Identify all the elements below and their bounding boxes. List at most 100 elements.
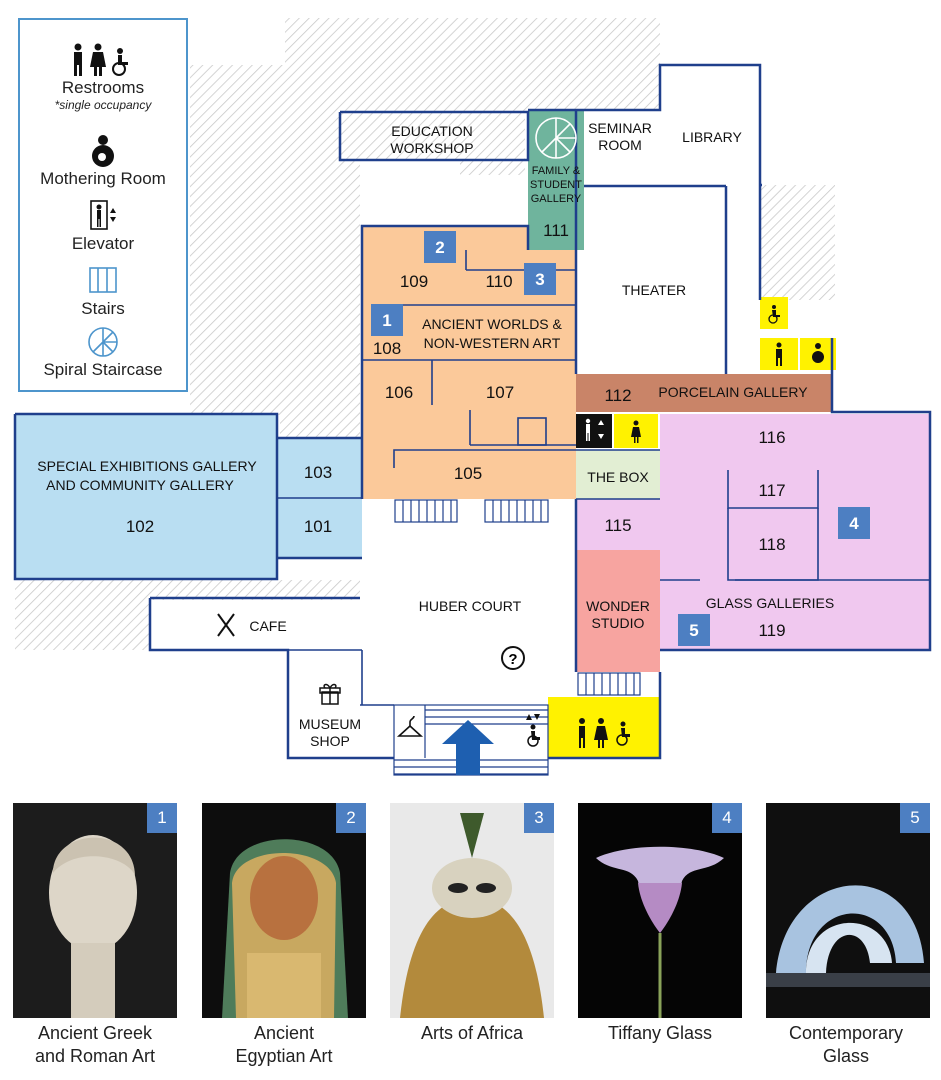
fork-knife-icon bbox=[217, 613, 235, 637]
room-number-110: 110 bbox=[485, 272, 512, 291]
highlight-badge: 3 bbox=[524, 803, 554, 833]
room-label-ancient-2: NON-WESTERN ART bbox=[424, 335, 561, 351]
room-label-room: ROOM bbox=[598, 137, 642, 153]
room-number-105: 105 bbox=[454, 464, 482, 483]
marker-3 bbox=[524, 263, 556, 295]
highlight-badge: 5 bbox=[900, 803, 930, 833]
room-the-box[interactable] bbox=[576, 450, 660, 499]
room-number-103: 103 bbox=[304, 463, 332, 482]
gift-icon bbox=[319, 683, 341, 705]
marker-5-label: 5 bbox=[689, 621, 698, 640]
legend-mothering-label: Mothering Room bbox=[40, 169, 166, 188]
legend-spiral: Spiral Staircase bbox=[20, 324, 186, 380]
highlight-arts-of-africa[interactable]: 3 bbox=[390, 803, 554, 1018]
room-number-115: 115 bbox=[604, 516, 631, 535]
room-glass-galleries[interactable] bbox=[576, 414, 930, 650]
legend-mothering: Mothering Room bbox=[20, 133, 186, 189]
highlight-caption-4: Tiffany Glass bbox=[565, 1022, 755, 1045]
room-porcelain-gallery[interactable] bbox=[576, 374, 832, 412]
spiral-staircase-icon bbox=[88, 327, 118, 357]
marker-4-label: 4 bbox=[849, 514, 859, 533]
caption-line: Arts of Africa bbox=[420, 1023, 524, 1043]
caption-line: Glass bbox=[822, 1046, 869, 1066]
room-number-116: 116 bbox=[758, 428, 785, 447]
info-desk-icon[interactable]: ? bbox=[501, 646, 525, 670]
caption-line: Contemporary bbox=[788, 1023, 904, 1043]
room-label-huber-court: HUBER COURT bbox=[419, 598, 522, 614]
highlight-badge: 1 bbox=[147, 803, 177, 833]
caption-line: Ancient Greek bbox=[37, 1023, 153, 1043]
room-label-family-3: GALLERY bbox=[531, 193, 582, 205]
greek-bust-image bbox=[13, 803, 177, 1018]
room-number-107: 107 bbox=[486, 383, 514, 402]
room-label-special-2: AND COMMUNITY GALLERY bbox=[46, 477, 234, 493]
elevator-small-icon bbox=[585, 418, 604, 441]
hatched-area bbox=[15, 18, 835, 650]
highlight-caption-5: Contemporary Glass bbox=[751, 1022, 941, 1068]
marker-1-label: 1 bbox=[382, 311, 391, 330]
marker-4 bbox=[838, 507, 870, 539]
room-label-special-1: SPECIAL EXHIBITIONS GALLERY bbox=[37, 458, 257, 474]
room-number-118: 118 bbox=[758, 535, 785, 554]
restroom-icon bbox=[579, 718, 630, 748]
room-label-porcelain: PORCELAIN GALLERY bbox=[658, 384, 808, 400]
legend-spiral-label: Spiral Staircase bbox=[43, 360, 163, 379]
caption-line: and Roman Art bbox=[34, 1046, 156, 1066]
highlight-contemporary-glass[interactable]: 5 bbox=[766, 803, 930, 1018]
legend-elevator-label: Elevator bbox=[71, 234, 135, 253]
marker-2 bbox=[424, 231, 456, 263]
room-number-101: 101 bbox=[304, 517, 332, 536]
room-number-112: 112 bbox=[604, 386, 631, 405]
marker-2-label: 2 bbox=[435, 238, 444, 257]
stairs-icon bbox=[89, 267, 117, 293]
room-label-education: EDUCATION bbox=[391, 123, 472, 139]
marker-1 bbox=[371, 304, 403, 336]
room-label-museum: MUSEUM bbox=[299, 716, 361, 732]
mothering-small-icon bbox=[812, 343, 824, 363]
highlight-caption-1: Ancient Greek and Roman Art bbox=[0, 1022, 190, 1068]
floor-plan-map: EDUCATION WORKSHOP FAMILY & STUDENT GALL… bbox=[13, 18, 932, 776]
room-number-109: 109 bbox=[400, 272, 428, 291]
highlight-badge: 2 bbox=[336, 803, 366, 833]
elevator-box[interactable] bbox=[576, 414, 612, 448]
room-number-111: 111 bbox=[543, 221, 569, 240]
room-wonder-studio[interactable] bbox=[576, 550, 660, 672]
highlight-ancient-greek[interactable]: 1 bbox=[13, 803, 177, 1018]
room-special-exhibitions[interactable] bbox=[15, 414, 277, 579]
room-label-shop: SHOP bbox=[310, 733, 350, 749]
coat-check-icon bbox=[396, 715, 424, 737]
room-label-studio: STUDIO bbox=[592, 615, 645, 631]
room-label-library: LIBRARY bbox=[682, 129, 742, 145]
legend-restrooms: Restrooms *single occupancy bbox=[20, 42, 186, 112]
room-label-theater: THEATER bbox=[622, 282, 686, 298]
legend: Restrooms *single occupancy Mothering Ro… bbox=[18, 18, 188, 392]
highlight-ancient-egyptian[interactable]: 2 bbox=[202, 803, 366, 1018]
elevator-icon bbox=[90, 200, 116, 230]
legend-stairs: Stairs bbox=[20, 263, 186, 319]
highlight-badge: 4 bbox=[712, 803, 742, 833]
highlight-tiffany-glass[interactable]: 4 bbox=[578, 803, 742, 1018]
entrance-arrow-icon bbox=[442, 720, 494, 775]
restroom-icon bbox=[74, 43, 128, 76]
marker-5 bbox=[678, 614, 710, 646]
tiffany-vase-image bbox=[578, 803, 742, 1018]
highlight-caption-2: Ancient Egyptian Art bbox=[189, 1022, 379, 1068]
room-label-ancient-1: ANCIENT WORLDS & bbox=[422, 316, 562, 332]
room-number-117: 117 bbox=[758, 481, 785, 500]
accessible-icon bbox=[526, 714, 540, 747]
egyptian-mask-image bbox=[202, 803, 366, 1018]
room-number-106: 106 bbox=[385, 383, 413, 402]
stairs-icon bbox=[393, 499, 641, 776]
room-label-family-2: STUDENT bbox=[530, 179, 582, 191]
room-number-108: 108 bbox=[373, 339, 401, 358]
room-label-wonder: WONDER bbox=[586, 598, 650, 614]
room-label-family-1: FAMILY & bbox=[532, 165, 581, 177]
spiral-staircase-icon bbox=[535, 117, 577, 159]
men-small-icon bbox=[776, 342, 782, 366]
marker-3-label: 3 bbox=[535, 270, 544, 289]
caption-line: Ancient bbox=[253, 1023, 315, 1043]
caption-line: Egyptian Art bbox=[235, 1046, 333, 1066]
legend-restrooms-label: Restrooms bbox=[61, 78, 145, 97]
room-number-102: 102 bbox=[126, 517, 154, 536]
room-label-the-box: THE BOX bbox=[587, 469, 649, 485]
